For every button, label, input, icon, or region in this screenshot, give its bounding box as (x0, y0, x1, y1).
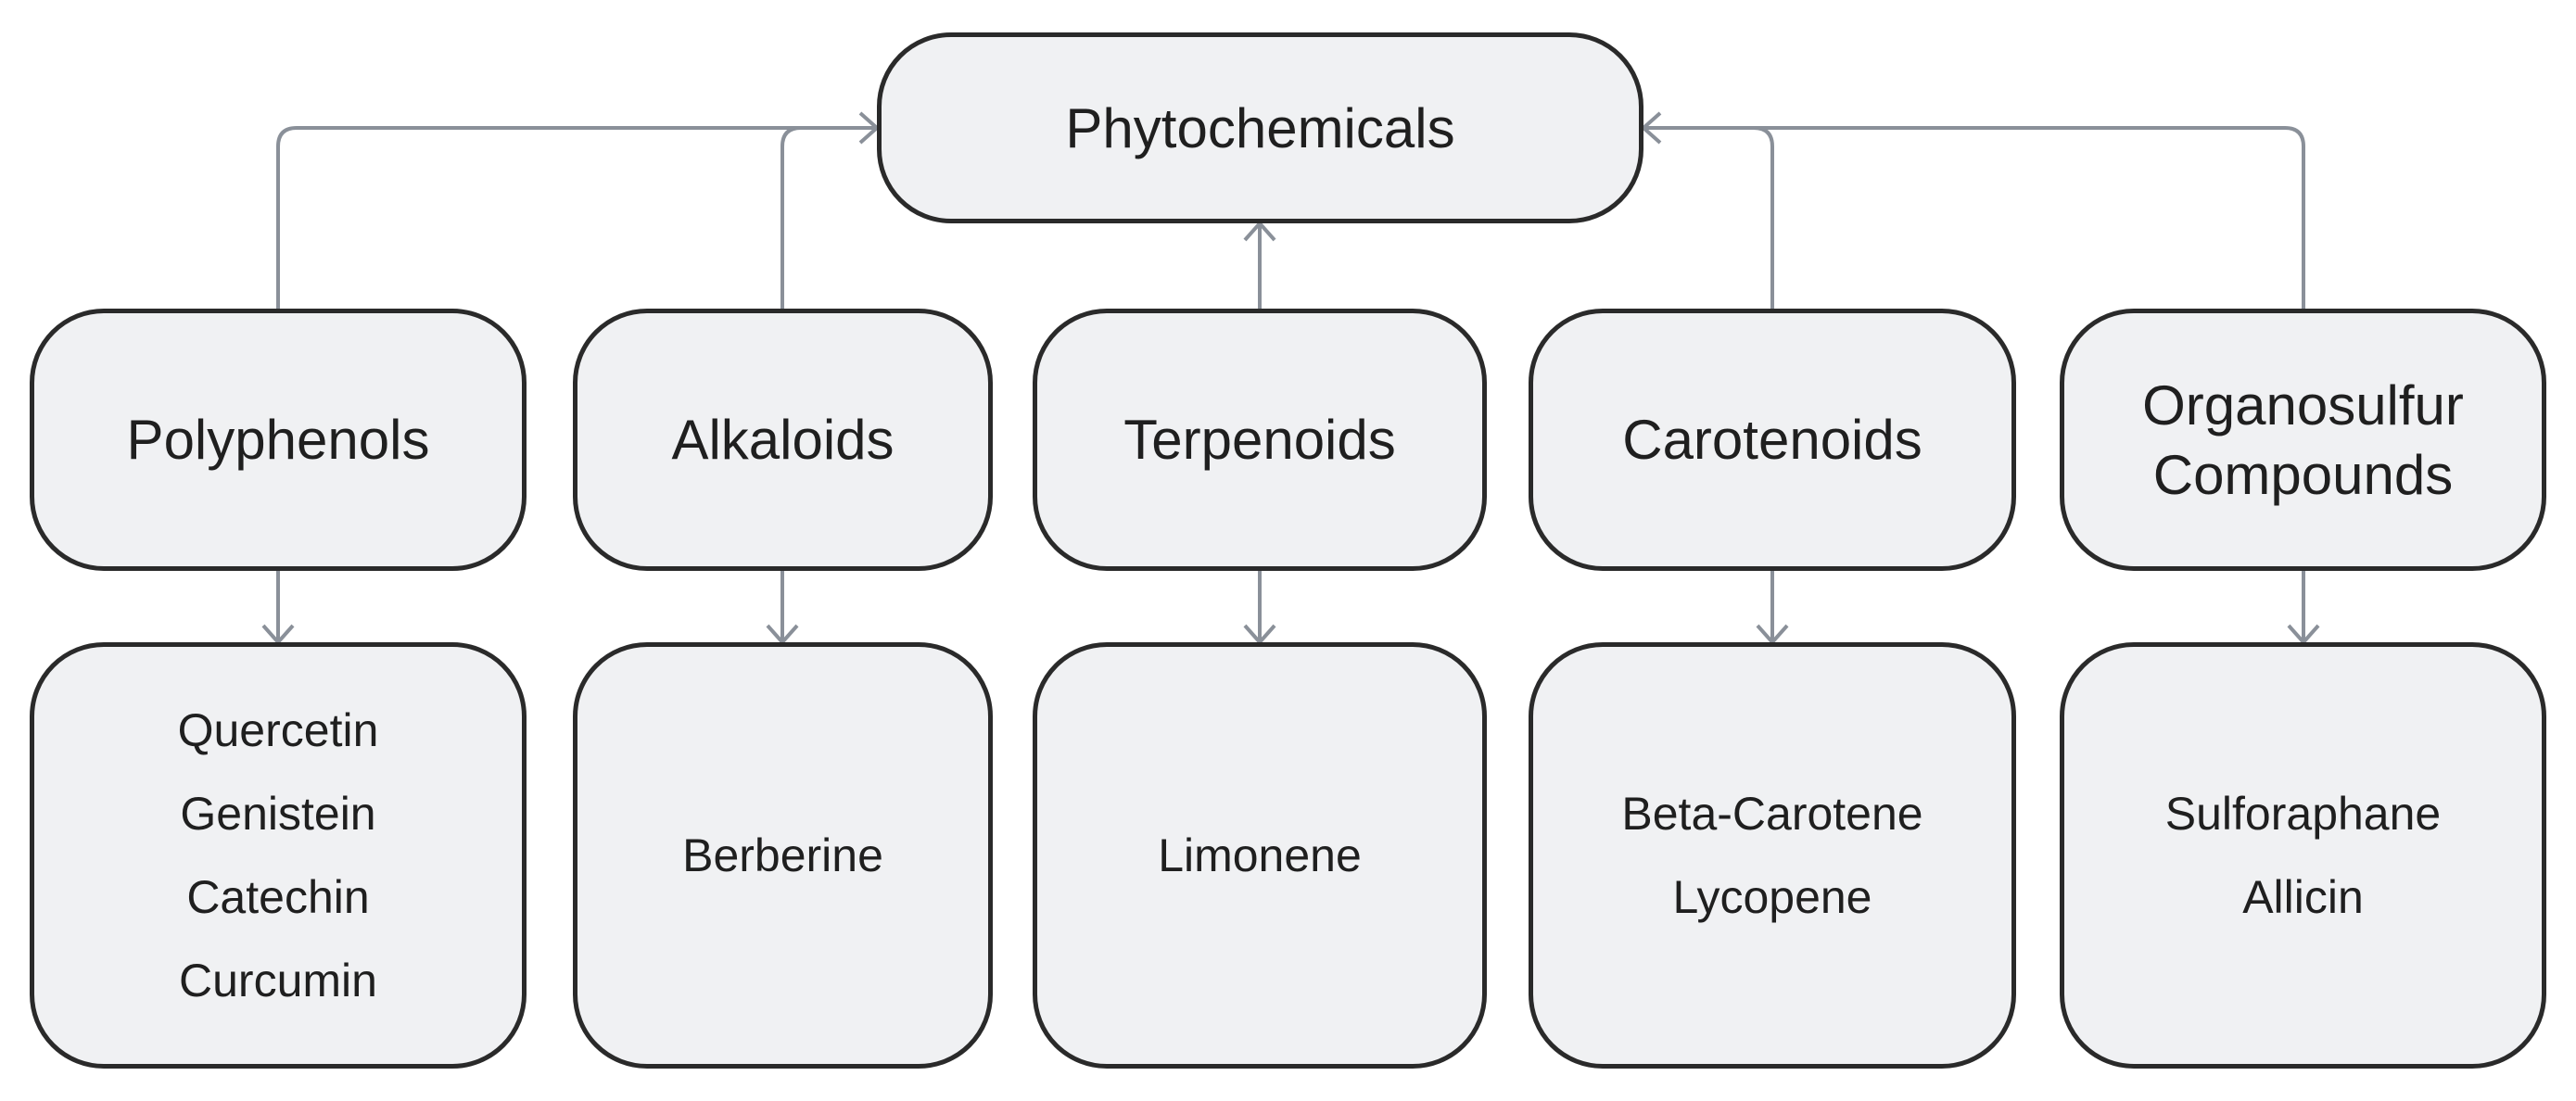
example-item: Quercetin (177, 704, 379, 756)
category-label-organosulfur: Organosulfur Compounds (2142, 373, 2464, 506)
example-item: Lycopene (1672, 871, 1872, 923)
category-label-terpenoids: Terpenoids (1123, 409, 1396, 471)
connector-alkaloids-to-root (780, 126, 877, 309)
examples-node-alkaloids: Berberine (573, 642, 993, 1069)
category-node-carotenoids: Carotenoids (1529, 309, 2016, 571)
examples-node-organosulfur: Sulforaphane Allicin (2060, 642, 2546, 1069)
category-label-alkaloids: Alkaloids (671, 409, 895, 471)
category-node-polyphenols: Polyphenols (30, 309, 527, 571)
example-item: Beta-Carotene (1621, 788, 1923, 840)
example-item: Catechin (186, 871, 370, 923)
examples-node-carotenoids: Beta-Carotene Lycopene (1529, 642, 2016, 1069)
example-item: Allicin (2242, 871, 2364, 923)
example-item: Genistein (180, 788, 376, 840)
example-item: Curcumin (179, 955, 377, 1006)
root-node-phytochemicals: Phytochemicals (877, 32, 1643, 223)
connector-carotenoids-to-root (1643, 126, 1774, 309)
example-item: Limonene (1158, 829, 1362, 881)
arrowhead-root-bottom (1243, 220, 1276, 242)
examples-node-terpenoids: Limonene (1033, 642, 1487, 1069)
category-node-alkaloids: Alkaloids (573, 309, 993, 571)
category-label-carotenoids: Carotenoids (1622, 409, 1922, 471)
arrowhead-root-right (1640, 111, 1662, 145)
category-node-organosulfur: Organosulfur Compounds (2060, 309, 2546, 571)
example-item: Berberine (682, 829, 883, 881)
connector-polyphenols-to-root (276, 126, 877, 309)
examples-node-polyphenols: Quercetin Genistein Catechin Curcumin (30, 642, 527, 1069)
category-node-terpenoids: Terpenoids (1033, 309, 1487, 571)
category-label-polyphenols: Polyphenols (126, 409, 430, 471)
connector-organosulfur-to-root (1643, 126, 2305, 309)
root-label: Phytochemicals (1065, 96, 1455, 159)
example-item: Sulforaphane (2164, 788, 2442, 840)
